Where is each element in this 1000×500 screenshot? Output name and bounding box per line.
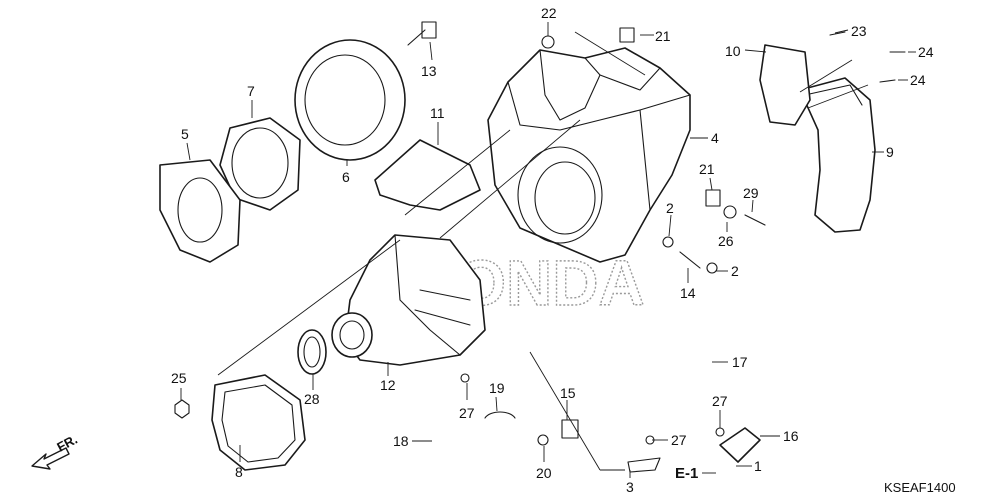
- callout-27-left[interactable]: 27: [459, 405, 475, 421]
- callouts: 22 21 23 10 24 24 13 7 5 11 4 6 9 21 29 …: [171, 5, 934, 495]
- callout-19[interactable]: 19: [489, 380, 505, 396]
- callout-23[interactable]: 23: [851, 23, 867, 39]
- callout-20[interactable]: 20: [536, 465, 552, 481]
- part-5-element-frame: [159, 159, 241, 263]
- diagram-code: KSEAF1400: [884, 480, 956, 495]
- part-8-gasket: [211, 374, 306, 471]
- callout-9[interactable]: 9: [886, 144, 894, 160]
- callout-15[interactable]: 15: [560, 385, 576, 401]
- callout-16[interactable]: 16: [783, 428, 799, 444]
- callout-11[interactable]: 11: [430, 105, 445, 121]
- part-4-air-cleaner-case: [487, 47, 691, 263]
- part-6-sponge: [294, 39, 406, 161]
- callout-17[interactable]: 17: [732, 354, 748, 370]
- callout-13[interactable]: 13: [421, 63, 437, 79]
- callout-26[interactable]: 26: [718, 233, 734, 249]
- part-11-guard: [374, 139, 481, 211]
- callout-28[interactable]: 28: [304, 391, 320, 407]
- callout-21-top[interactable]: 21: [655, 28, 671, 44]
- callout-3[interactable]: 3: [626, 479, 634, 495]
- callout-14[interactable]: 14: [680, 285, 696, 301]
- callout-18[interactable]: 18: [393, 433, 409, 449]
- callout-1[interactable]: 1: [754, 458, 762, 474]
- callout-24-upper[interactable]: 24: [918, 44, 934, 60]
- callout-22[interactable]: 22: [541, 5, 557, 21]
- section-ref-e1[interactable]: E-1: [675, 465, 698, 482]
- small-hardware: [174, 21, 906, 473]
- front-arrow-icon: [31, 447, 70, 470]
- assembly-leaders: [217, 31, 869, 471]
- callout-4[interactable]: 4: [711, 130, 719, 146]
- part-28-band: [297, 329, 327, 375]
- callout-21-mid[interactable]: 21: [699, 161, 715, 177]
- part-10-duct-cover: [759, 44, 811, 126]
- callout-27-right[interactable]: 27: [712, 393, 728, 409]
- callout-6[interactable]: 6: [342, 169, 350, 185]
- callout-5[interactable]: 5: [181, 126, 189, 142]
- front-direction-indicator: FR.: [31, 432, 80, 470]
- part-17-drain-tube: [632, 283, 738, 423]
- part-7-element: [219, 117, 301, 211]
- part-12-element-housing: [331, 234, 486, 366]
- callout-24-lower[interactable]: 24: [910, 72, 926, 88]
- callout-7[interactable]: 7: [247, 83, 255, 99]
- callout-10[interactable]: 10: [725, 43, 741, 59]
- callout-leaders: [180, 22, 916, 478]
- callout-25[interactable]: 25: [171, 370, 187, 386]
- callout-27-mid[interactable]: 27: [671, 432, 687, 448]
- callout-12[interactable]: 12: [380, 377, 396, 393]
- callout-29[interactable]: 29: [743, 185, 759, 201]
- callout-2-lower[interactable]: 2: [731, 263, 739, 279]
- callout-2-upper[interactable]: 2: [666, 200, 674, 216]
- part-18-breather-tube: [426, 377, 538, 469]
- callout-8[interactable]: 8: [235, 464, 243, 480]
- part-9-intake-duct: [799, 77, 876, 233]
